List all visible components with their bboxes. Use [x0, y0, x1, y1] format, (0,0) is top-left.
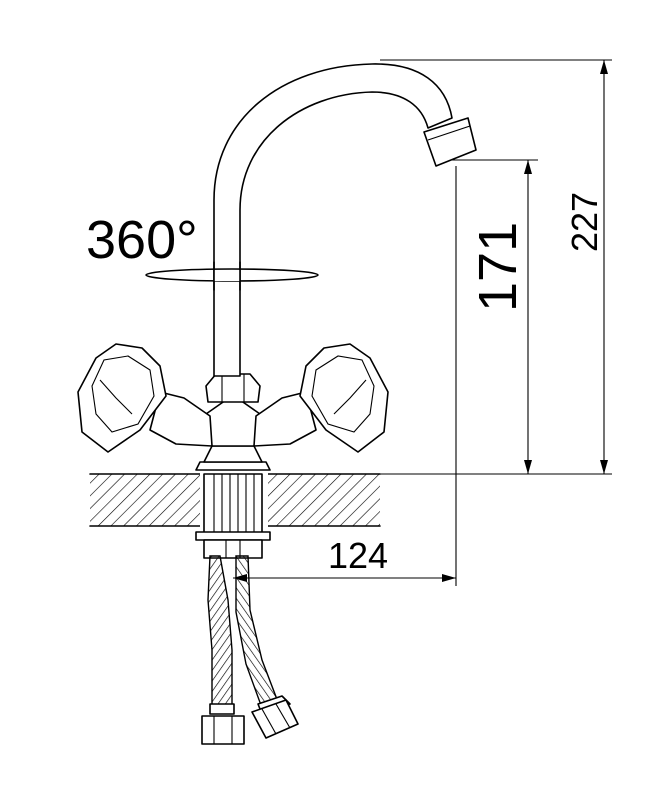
- total-height-label: 227: [564, 192, 605, 252]
- left-handle: [77, 343, 213, 453]
- faucet-base: [195, 445, 271, 471]
- spout: [213, 63, 477, 377]
- faucet-body: [205, 373, 261, 447]
- supply-hoses: [201, 555, 299, 745]
- rotation-label: 360°: [86, 210, 198, 270]
- mounting-shank: [195, 473, 271, 559]
- right-handle: [253, 343, 389, 453]
- dimension-lines: [233, 59, 612, 586]
- spout-reach-label: 124: [328, 535, 388, 576]
- spout-height-label: 171: [468, 222, 528, 312]
- rotation-ring: [145, 261, 319, 291]
